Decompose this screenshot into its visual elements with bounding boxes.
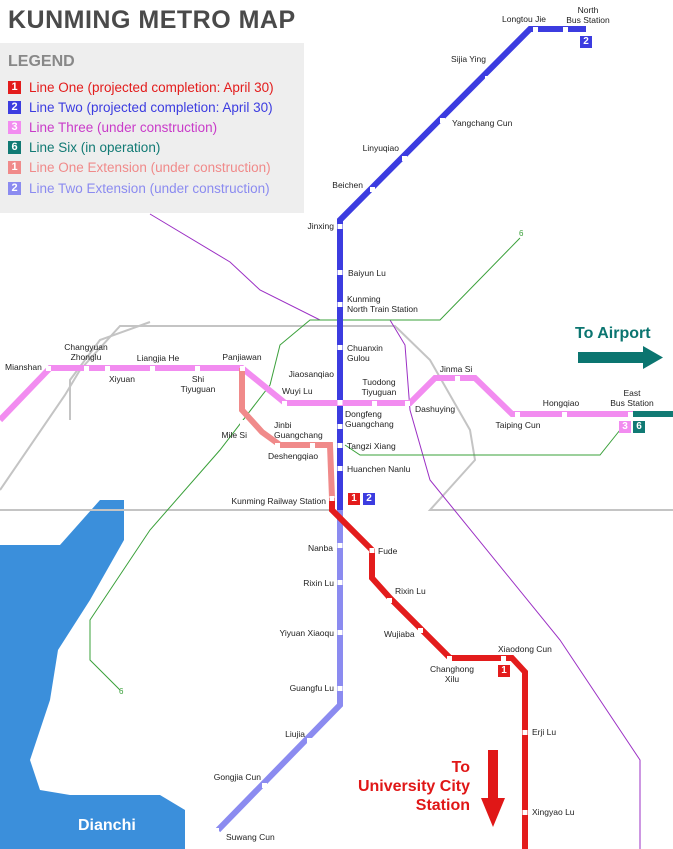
station-dongfeng-guangchang: Dongfeng Guangchang bbox=[345, 409, 394, 429]
dianchi-lake bbox=[0, 500, 185, 849]
to-airport-label: To Airport bbox=[575, 325, 651, 342]
line3-construction-thin bbox=[149, 213, 641, 849]
map-title: KUNMING METRO MAP bbox=[8, 6, 296, 34]
station-linyuqiao: Linyuqiao bbox=[362, 143, 399, 153]
station-deshengqiao: Deshengqiao bbox=[268, 451, 319, 461]
station-jiaosanqiao: Jiaosanqiao bbox=[288, 369, 334, 379]
legend-label-line1-ext: Line One Extension (under construction) bbox=[29, 159, 271, 175]
legend-item-line6: 6 Line Six (in operation) bbox=[8, 139, 160, 157]
station-suwang-cun: Suwang Cun bbox=[226, 832, 275, 842]
station-nanba: Nanba bbox=[307, 543, 333, 553]
station-rixin-lu: Rixin Lu bbox=[395, 586, 426, 596]
station-rixin-lu-2: Rixin Lu bbox=[303, 578, 334, 588]
legend: LEGEND 1 Line One (projected completion: … bbox=[0, 43, 304, 213]
line2-badge: 2 bbox=[8, 100, 21, 114]
station-liujia: Liujia bbox=[285, 729, 305, 739]
station-longtou-jie: Longtou Jie bbox=[502, 14, 546, 24]
line2-ext-badge: 2 bbox=[8, 181, 21, 195]
station-shi-tiyuguan: Shi Tiyuguan bbox=[180, 374, 216, 394]
station-baiyun-lu: Baiyun Lu bbox=[348, 268, 386, 278]
station-wujiaba: Wujiaba bbox=[384, 629, 415, 639]
badge-east-line6: 6 bbox=[633, 421, 645, 433]
station-north-bus-station: North Bus Station bbox=[566, 5, 610, 25]
station-mianshan: Mianshan bbox=[5, 362, 42, 372]
station-tangzi-xiang: Tangzi Xiang bbox=[347, 441, 396, 451]
line1-ext-badge: 1 bbox=[8, 160, 21, 174]
station-changyuan-zhonglu: Changyuan Zhonglu bbox=[64, 342, 108, 362]
legend-label-line3: Line Three (under construction) bbox=[29, 119, 218, 135]
station-kunming-north: Kunming North Train Station bbox=[347, 294, 418, 314]
station-liangjia-he: Liangjia He bbox=[136, 353, 180, 363]
station-changhong-xilu: Changhong Xilu bbox=[430, 664, 474, 684]
station-yiyuan-xiaoqu: Yiyuan Xiaoqu bbox=[279, 628, 334, 638]
station-yangchang-cun: Yangchang Cun bbox=[452, 118, 513, 128]
legend-item-line1-ext: 1 Line One Extension (under construction) bbox=[8, 159, 271, 177]
badge-xiaodong-line1: 1 bbox=[498, 665, 510, 677]
legend-label-line6: Line Six (in operation) bbox=[29, 139, 161, 155]
station-chuanxin-gulou: Chuanxin Gulou bbox=[347, 343, 383, 363]
station-gongjia-cun: Gongjia Cun bbox=[213, 772, 261, 782]
station-jinbi-guangchang: Jinbi Guangchang bbox=[274, 420, 323, 440]
station-tuodong-tiyuguan: Tuodong Tiyuguan bbox=[361, 377, 397, 397]
badge-east-line3: 3 bbox=[619, 421, 631, 433]
line1-badge: 1 bbox=[8, 80, 21, 94]
legend-item-line3: 3 Line Three (under construction) bbox=[8, 119, 217, 137]
ring-roads bbox=[0, 321, 673, 511]
station-jinxing: Jinxing bbox=[307, 221, 334, 231]
station-mile-si: Mile Si bbox=[221, 430, 247, 440]
station-taiping-cun: Taiping Cun bbox=[495, 420, 541, 430]
station-erji-lu: Erji Lu bbox=[532, 727, 557, 737]
station-xiyuan: Xiyuan bbox=[109, 374, 135, 384]
station-panjiawan: Panjiawan bbox=[222, 352, 262, 362]
badge-railway-line1: 1 bbox=[348, 493, 360, 505]
to-university-label: To University City Station bbox=[357, 759, 470, 814]
legend-item-line2-ext: 2 Line Two Extension (under construction) bbox=[8, 180, 270, 198]
station-hongqiao: Hongqiao bbox=[542, 398, 580, 408]
airport-arrow bbox=[578, 346, 663, 369]
university-arrow bbox=[481, 750, 505, 827]
line2 bbox=[337, 26, 586, 510]
station-huanchen-nanlu: Huanchen Nanlu bbox=[347, 464, 411, 474]
station-east-bus-station: East Bus Station bbox=[610, 388, 654, 408]
station-guangfu-lu: Guangfu Lu bbox=[289, 683, 334, 693]
line6-thin-label-south: 6 bbox=[119, 687, 124, 696]
station-wuyi-lu: Wuyi Lu bbox=[282, 386, 313, 396]
legend-label-line2-ext: Line Two Extension (under construction) bbox=[29, 180, 270, 196]
badge-railway-line2: 2 bbox=[363, 493, 375, 505]
badge-north-bus-line2: 2 bbox=[580, 36, 592, 48]
line6-thin-label-north: 6 bbox=[519, 229, 524, 238]
station-xiaodong-cun: Xiaodong Cun bbox=[498, 644, 552, 654]
line6-thin bbox=[89, 237, 521, 691]
line6-thin-east bbox=[344, 429, 621, 456]
legend-label-line1: Line One (projected completion: April 30… bbox=[29, 79, 274, 95]
line3-badge: 3 bbox=[8, 120, 21, 134]
station-jinma-si: Jinma Si bbox=[439, 364, 473, 374]
station-fude: Fude bbox=[378, 546, 398, 556]
station-markers bbox=[46, 27, 633, 833]
legend-title: LEGEND bbox=[8, 53, 75, 70]
line1-extension bbox=[239, 368, 335, 499]
legend-item-line2: 2 Line Two (projected completion: April 3… bbox=[8, 99, 273, 117]
line2-extension bbox=[215, 510, 343, 833]
line6-badge: 6 bbox=[8, 140, 21, 154]
station-dashuying: Dashuying bbox=[415, 404, 456, 414]
station-sijia-ying: Sijia Ying bbox=[451, 54, 486, 64]
dianchi-label: Dianchi bbox=[78, 817, 136, 834]
station-beichen: Beichen bbox=[332, 180, 363, 190]
legend-label-line2: Line Two (projected completion: April 30… bbox=[29, 99, 273, 115]
station-kunming-railway: Kunming Railway Station bbox=[231, 496, 327, 506]
legend-item-line1: 1 Line One (projected completion: April 3… bbox=[8, 79, 274, 97]
station-xingyao-lu: Xingyao Lu bbox=[532, 807, 575, 817]
